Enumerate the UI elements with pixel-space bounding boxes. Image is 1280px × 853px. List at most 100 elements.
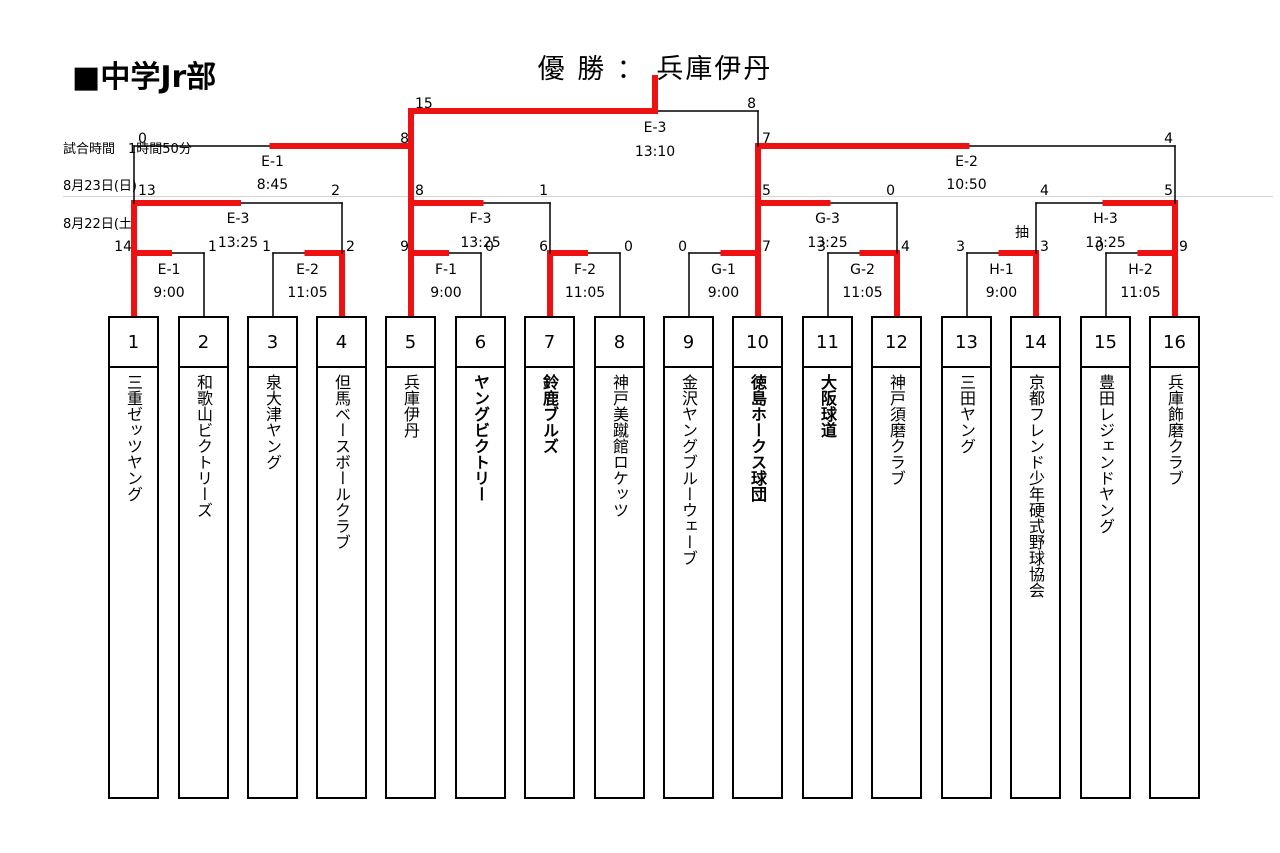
- final-left-score: 15: [415, 96, 433, 112]
- r1-time: 9:00: [430, 285, 462, 301]
- team-number: 13: [943, 318, 990, 368]
- r2-right-score: 2: [331, 183, 340, 199]
- team-number: 10: [734, 318, 781, 368]
- r1-time: 9:00: [985, 285, 1018, 301]
- team-box: 11 大阪球道: [802, 316, 853, 799]
- date-day1: 8月22日(土): [63, 217, 137, 232]
- r1-time: 11:05: [564, 285, 606, 301]
- r2-code: F-3: [469, 211, 492, 227]
- r2-right-score: 5: [1164, 183, 1173, 199]
- r1-code: E-2: [296, 262, 319, 278]
- r2-code: G-3: [815, 211, 840, 227]
- r2-time: 13:25: [217, 235, 259, 251]
- r1-right-score: 2: [346, 239, 355, 255]
- team-box: 14 京都フレンド少年硬式野球協会: [1010, 316, 1061, 799]
- team-number: 7: [526, 318, 573, 368]
- team-box: 4 但馬ベースボールクラブ: [316, 316, 367, 799]
- team-number: 11: [804, 318, 851, 368]
- r3-right-score: 8: [400, 131, 409, 147]
- team-box: 1 三重ゼッツヤング: [108, 316, 159, 799]
- final-time: 13:10: [634, 144, 676, 160]
- date-day2: 8月23日(日): [63, 179, 137, 194]
- team-number: 3: [249, 318, 296, 368]
- team-name: 三田ヤング: [957, 374, 976, 454]
- r1-code: H-1: [989, 262, 1014, 278]
- r1-code: H-2: [1128, 262, 1153, 278]
- final-right-score: 8: [747, 96, 756, 112]
- r1-right-score: 9: [1179, 239, 1188, 255]
- r1-time: 9:00: [153, 285, 185, 301]
- team-number: 6: [457, 318, 504, 368]
- r1-right-score: 3: [1040, 239, 1049, 255]
- r1-right-score: 4: [901, 239, 910, 255]
- team-name: 徳島ホークス球団: [748, 374, 767, 502]
- team-box: 2 和歌山ビクトリーズ: [178, 316, 229, 799]
- team-name: 和歌山ビクトリーズ: [194, 374, 213, 518]
- r1-left-score: 0: [678, 239, 687, 255]
- r1-right-score: 0: [624, 239, 633, 255]
- r3-time: 8:45: [256, 177, 289, 193]
- team-name: 三重ゼッツヤング: [124, 374, 143, 502]
- team-box: 6 ヤングビクトリー: [455, 316, 506, 799]
- r1-left-score: 1: [262, 239, 271, 255]
- r1-left-score: 6: [539, 239, 548, 255]
- r3-code: E-2: [955, 154, 978, 170]
- division-title: ■中学Jr部: [72, 60, 217, 95]
- r3-time: 10:50: [946, 177, 987, 193]
- team-box: 16 兵庫飾磨クラブ: [1149, 316, 1200, 799]
- r1-time: 11:05: [1120, 285, 1161, 301]
- team-name: 大阪球道: [818, 374, 837, 438]
- team-name: 但馬ベースボールクラブ: [332, 374, 351, 550]
- team-number: 12: [873, 318, 920, 368]
- team-number: 9: [665, 318, 712, 368]
- team-name: 兵庫飾磨クラブ: [1165, 374, 1184, 486]
- r2-code: H-3: [1093, 211, 1118, 227]
- team-number: 16: [1151, 318, 1198, 368]
- r3-code: E-1: [261, 154, 284, 170]
- r1-time: 9:00: [707, 285, 740, 301]
- date-divider: [63, 196, 1273, 197]
- r1-left-score: 3: [956, 239, 965, 255]
- team-number: 14: [1012, 318, 1059, 368]
- team-name: 京都フレンド少年硬式野球協会: [1026, 374, 1045, 598]
- r2-left-score: 4: [1040, 183, 1049, 199]
- team-number: 1: [110, 318, 157, 368]
- team-name: 兵庫伊丹: [401, 374, 420, 438]
- r1-code: G-2: [850, 262, 875, 278]
- r2-code: E-3: [226, 211, 250, 227]
- team-box: 10 徳島ホークス球団: [732, 316, 783, 799]
- r2-left-score: 8: [415, 183, 424, 199]
- r1-left-score: 9: [400, 239, 409, 255]
- team-box: 7 鈴鹿ブルズ: [524, 316, 575, 799]
- r1-right-score: 0: [485, 239, 494, 255]
- team-name: ヤングビクトリー: [471, 374, 490, 502]
- r1-right-score: 7: [762, 239, 771, 255]
- r3-left-score: 7: [762, 131, 771, 147]
- team-name: 神戸美蹴館ロケッツ: [610, 374, 629, 518]
- r1-code: F-2: [573, 262, 596, 278]
- r1-right-score: 1: [208, 239, 217, 255]
- team-number: 2: [180, 318, 227, 368]
- r2-time: 13:25: [460, 235, 501, 251]
- r1-note: 抽: [1015, 225, 1029, 241]
- r1-left-score: 0: [1095, 239, 1104, 255]
- team-number: 15: [1082, 318, 1129, 368]
- team-box: 13 三田ヤング: [941, 316, 992, 799]
- r3-left-score: 0: [138, 131, 147, 147]
- team-number: 4: [318, 318, 365, 368]
- r3-right-score: 4: [1164, 131, 1173, 147]
- team-name: 神戸須磨クラブ: [887, 374, 906, 486]
- team-box: 8 神戸美蹴館ロケッツ: [594, 316, 645, 799]
- r1-code: F-1: [434, 262, 457, 278]
- team-number: 8: [596, 318, 643, 368]
- team-name: 鈴鹿ブルズ: [540, 374, 559, 454]
- r1-time: 11:05: [842, 285, 883, 301]
- team-name: 豊田レジェンドヤング: [1096, 374, 1115, 534]
- team-box: 15 豊田レジェンドヤング: [1080, 316, 1131, 799]
- r1-code: G-1: [711, 262, 736, 278]
- r2-right-score: 0: [886, 183, 895, 199]
